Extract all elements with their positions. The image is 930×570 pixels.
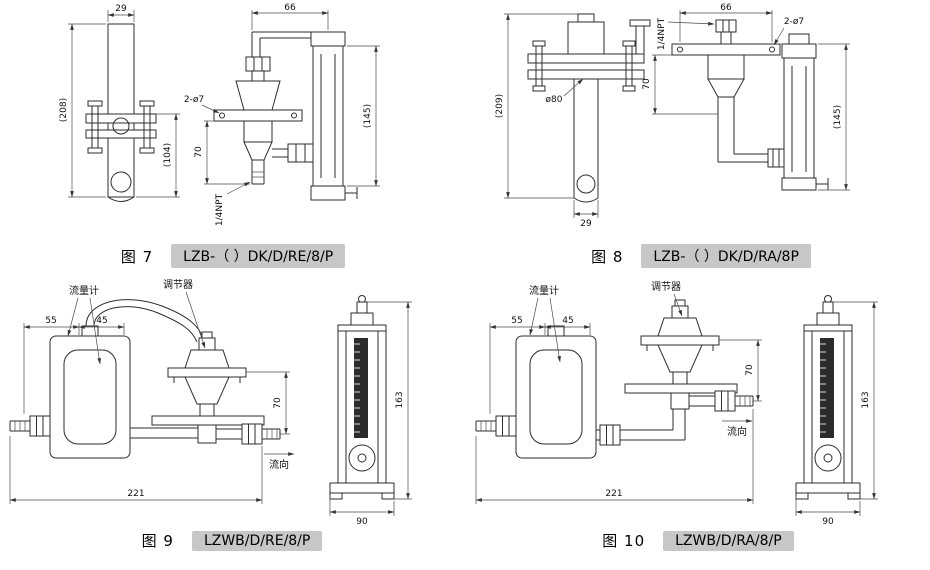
figure-10-number: 图 10 — [602, 532, 646, 550]
figure-7-panel: 29 (208) (104) — [8, 2, 458, 268]
fig9-dim-height-70: 70 — [273, 397, 283, 409]
fig10-dim-width-90: 90 — [822, 517, 834, 527]
figure-8-number: 图 8 — [591, 247, 624, 266]
figure-8-panel: ø80 (209) 29 — [476, 2, 926, 268]
fig9-label-flowmeter: 流量计 — [69, 284, 99, 297]
figure-10-model-code: LZWB/D/RA/8/P — [663, 530, 794, 551]
fig8-label-diameter-80: ø80 — [546, 95, 563, 105]
fig7-dim-height-104: (104) — [163, 143, 173, 167]
fig10-label-regulator: 调节器 — [651, 281, 681, 293]
fig10-dim-width-55: 55 — [511, 316, 522, 326]
fig8-label-thread: 1/4NPT — [657, 17, 667, 50]
fig7-dim-height-145: (145) — [363, 104, 373, 128]
fig9-dim-width-221: 221 — [127, 489, 144, 499]
fig8-label-holes: 2-ø7 — [784, 17, 804, 27]
figure-9-caption: 图 9 LZWB/D/RE/8/P — [142, 530, 323, 551]
fig7-dim-height-70: 70 — [194, 146, 204, 158]
fig7-label-thread: 1/4NPT — [215, 193, 225, 226]
fig7-drawing: 29 (208) (104) — [59, 3, 380, 226]
fig7-dim-height-208: (208) — [59, 98, 69, 122]
fig10-dim-height-70: 70 — [745, 364, 755, 376]
fig8-dim-height-70: 70 — [642, 78, 652, 90]
figure-7-number: 图 7 — [120, 247, 154, 266]
figure-9-number: 图 9 — [141, 532, 174, 550]
fig9-assembly-view: 流量计 调节器 55 45 70 流向 — [9, 279, 295, 504]
fig9-dim-width-45: 45 — [96, 316, 107, 326]
figure-7-caption: 图 7 LZB-（ ）DK/D/RE/8/P — [120, 244, 346, 268]
fig7-front-view: 29 (208) (104) — [59, 4, 180, 202]
fig9-label-regulator: 调节器 — [163, 279, 193, 291]
figure-8-model-code: LZB-（ ）DK/D/RA/8P — [641, 244, 811, 268]
fig9-label-flow-direction: 流向 — [269, 458, 289, 471]
fig8-front-view: ø80 (209) 29 — [495, 13, 651, 229]
fig7-dim-width-66: 66 — [284, 3, 296, 13]
fig9-drawing: 流量计 调节器 55 45 70 流向 — [9, 279, 412, 527]
fig9-front-view: 163 90 — [329, 295, 412, 527]
fig8-dim-width-66: 66 — [720, 3, 732, 13]
fig10-label-flowmeter: 流量计 — [529, 284, 559, 297]
fig8-drawing: ø80 (209) 29 — [495, 3, 850, 229]
figure-9-panel: 流量计 调节器 55 45 70 流向 — [2, 278, 462, 551]
fig10-drawing: 流量计 调节器 55 45 70 流向 — [475, 281, 878, 527]
fig8-dim-height-145: (145) — [833, 105, 843, 129]
fig7-side-view: 66 2-ø7 70 1/4NPT (145) — [184, 3, 380, 226]
fig8-side-view: 66 2-ø7 1/4NPT 70 (145) — [642, 3, 850, 191]
figure-9-model-code: LZWB/D/RE/8/P — [191, 530, 323, 551]
fig8-dim-height-209: (209) — [495, 94, 505, 118]
fig7-dim-width-29: 29 — [115, 4, 127, 14]
fig10-front-view: 163 90 — [795, 295, 878, 527]
fig10-dim-height-163: 163 — [861, 391, 871, 408]
fig9-dim-width-55: 55 — [45, 316, 56, 326]
fig9-dim-height-163: 163 — [395, 391, 405, 408]
figure-7-model-code: LZB-（ ）DK/D/RE/8/P — [171, 244, 346, 268]
fig10-dim-width-45: 45 — [562, 316, 573, 326]
figure-10-caption: 图 10 LZWB/D/RA/8/P — [602, 530, 794, 551]
fig8-dim-width-29: 29 — [580, 219, 592, 229]
figure-10-panel: 流量计 调节器 55 45 70 流向 — [468, 278, 928, 551]
fig10-dim-width-221: 221 — [605, 489, 622, 499]
fig10-label-flow-direction: 流向 — [727, 425, 747, 438]
fig10-assembly-view: 流量计 调节器 55 45 70 流向 — [475, 281, 762, 504]
fig7-label-holes: 2-ø7 — [184, 95, 204, 105]
fig9-dim-width-90: 90 — [356, 517, 368, 527]
figure-8-caption: 图 8 LZB-（ ）DK/D/RA/8P — [591, 244, 811, 268]
